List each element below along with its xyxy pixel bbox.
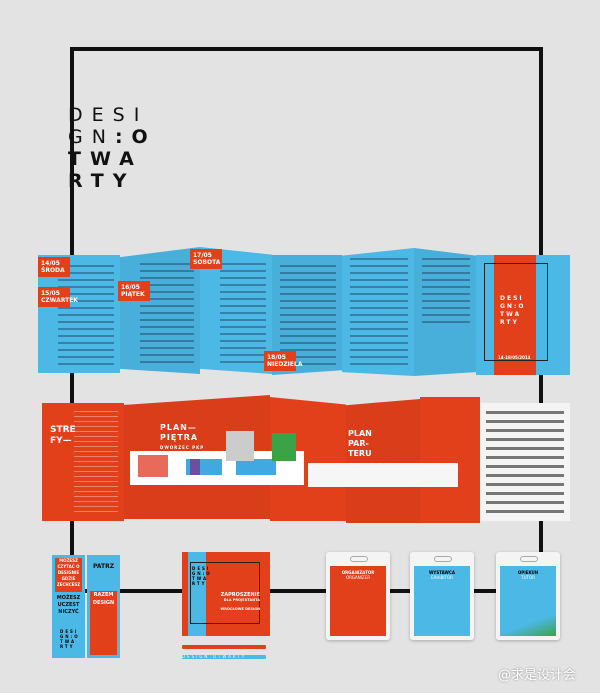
- logo-line: DESI: [68, 104, 149, 126]
- frame-bottom: [70, 589, 543, 593]
- invitation-footer: WROCŁOWE DESIGN: [220, 607, 260, 611]
- pencil-blue: DESIGN:OTWARTY: [182, 655, 266, 659]
- design-otwarty-logo: DESI GN:O TWA RTY: [68, 104, 157, 192]
- logo-line: :O: [114, 126, 157, 148]
- badge-role: OPIEKUN: [517, 570, 539, 575]
- watermark: @求是设计会: [498, 668, 577, 683]
- invitation-subtitle: DLA PROJEKTANTA: [223, 598, 260, 602]
- card-text: NICZYĆ: [58, 609, 79, 615]
- logo-line: RTY: [192, 581, 207, 586]
- plan-subtitle: DWORZEC PKP: [160, 445, 205, 450]
- card-text: MOŻESZ: [56, 595, 81, 601]
- invitation-card: DESI GN:O TWA RTY ZAPROSZENIE DLA PROJEK…: [182, 552, 270, 636]
- brochure-panel: [346, 399, 420, 523]
- zones-title-line: FY—: [50, 436, 72, 446]
- date-tag: 14/05 ŚRODA: [38, 257, 70, 277]
- plan-title-line: PLAN: [348, 429, 372, 438]
- plan-ground-title: PLAN PAR- TERU: [348, 429, 372, 459]
- cover-strip: [494, 255, 536, 375]
- card-text: DESIGNIE: [57, 570, 80, 575]
- logo-line: GN:O: [192, 571, 212, 576]
- floor-plan-green: [272, 433, 296, 461]
- brochure-panel: [420, 397, 480, 523]
- program-brochure: DESI GN:O TWA RTY 14-18/05/2014 14/05 ŚR…: [38, 245, 570, 380]
- brochure-panel: STRE FY—: [42, 403, 124, 521]
- card-body: MOŻESZ UCZEST NICZYĆ: [54, 595, 83, 616]
- logo-line: TWA: [60, 639, 77, 644]
- card-headline: PATRZ: [92, 563, 115, 570]
- logo-line: TWA: [68, 148, 143, 170]
- badge-exhibitor: WYSTAWCA EXHIBITOR: [410, 552, 474, 640]
- flyer-card-2: PATRZ RAZEM DESIGN: [87, 555, 120, 658]
- date-tag: 17/05 SOBOTA: [190, 249, 222, 269]
- badge-slot: [350, 556, 368, 562]
- card-text: UCZEST: [57, 602, 80, 608]
- badge-slot: [434, 556, 452, 562]
- zones-title-line: STRE: [50, 425, 76, 435]
- logo-line: GN: [68, 126, 115, 148]
- date-tag: 15/05 CZWARTEK: [38, 287, 78, 307]
- badge-role-en: EXHIBITOR: [431, 575, 453, 580]
- logo-line: TWA: [192, 576, 209, 581]
- cover-dates: 14-18/05/2014: [498, 355, 531, 360]
- plan-title-line: PIĘTRA: [160, 433, 199, 442]
- card-text: DESIGN: [92, 600, 115, 606]
- date-tag: 18/05 NIEDZIELA: [264, 351, 302, 371]
- badge-role-en: ORGANIZER: [346, 575, 370, 580]
- card-text: CZYTAĆ O: [57, 564, 80, 569]
- cover-frame: [484, 263, 548, 361]
- logo-line: RTY: [60, 644, 75, 649]
- badge-face: ORGANIZATOR ORGANIZER: [330, 566, 386, 636]
- cover-logo: DESI GN:O TWA RTY: [500, 295, 525, 327]
- floor-plan-map: [130, 431, 304, 485]
- card-text: MOŻESZ: [59, 558, 78, 563]
- brochure-cover: DESI GN:O TWA RTY 14-18/05/2014: [476, 255, 570, 375]
- card-text: ZECHCESZ: [56, 582, 81, 587]
- invitation-logo: DESI GN:O TWA RTY: [192, 566, 212, 586]
- card-body: RAZEM DESIGN: [90, 591, 117, 655]
- badge-role-en: TUTOR: [521, 575, 535, 580]
- badge-role: WYSTAWCA: [429, 570, 455, 575]
- badge-role: ORGANIZATOR: [341, 570, 375, 575]
- card-text: RAZEM: [93, 592, 114, 598]
- card-headline: MOŻESZ CZYTAĆ O DESIGNIE GDZIE ZECHCESZ: [55, 558, 82, 592]
- map-brochure: STRE FY— PLAN— PIĘTRA DWORZEC PKP PLAN P…: [38, 393, 570, 528]
- logo-line: RTY: [500, 319, 519, 326]
- zones-title: STRE FY—: [50, 425, 76, 447]
- plan-title-line: PAR-: [348, 439, 369, 448]
- invitation-title: ZAPROSZENIE: [220, 592, 260, 598]
- plan-title-line: PLAN—: [160, 423, 197, 432]
- logo-line: DESI: [500, 295, 524, 302]
- date-tag: 16/05 PIĄTEK: [118, 281, 150, 301]
- logo-line: TWA: [500, 311, 522, 318]
- badge-face: OPIEKUN TUTOR: [500, 566, 556, 636]
- logo-line: DESI: [192, 566, 211, 571]
- frame-top: [70, 47, 543, 51]
- logo-line: GN:O: [500, 303, 526, 310]
- card-text: GDZIE: [61, 576, 76, 581]
- logo-line: DESI: [60, 629, 79, 634]
- plan-title-line: TERU: [348, 449, 372, 458]
- card-logo: DESI GN:O TWA RTY: [60, 629, 80, 649]
- brochure-panel: [200, 247, 272, 374]
- logo-line: GN:O: [60, 634, 80, 639]
- plan-floor-title: PLAN— PIĘTRA DWORZEC PKP: [160, 423, 204, 453]
- brochure-panel: [342, 248, 414, 376]
- brochure-panel: [414, 248, 476, 376]
- flyer-card-1: MOŻESZ CZYTAĆ O DESIGNIE GDZIE ZECHCESZ …: [52, 555, 85, 658]
- ground-plan-map: [308, 463, 458, 487]
- invitation-text: ZAPROSZENIE DLA PROJEKTANTA WROCŁOWE DES…: [220, 592, 260, 611]
- pencil-orange: [182, 645, 266, 649]
- sponsors-panel: [480, 403, 570, 521]
- badge-face: WYSTAWCA EXHIBITOR: [414, 566, 470, 636]
- badge-organizer: ORGANIZATOR ORGANIZER: [326, 552, 390, 640]
- brochure-panel: [120, 247, 200, 374]
- badge-tutor: OPIEKUN TUTOR: [496, 552, 560, 640]
- badge-slot: [520, 556, 538, 562]
- logo-line: RTY: [68, 170, 136, 192]
